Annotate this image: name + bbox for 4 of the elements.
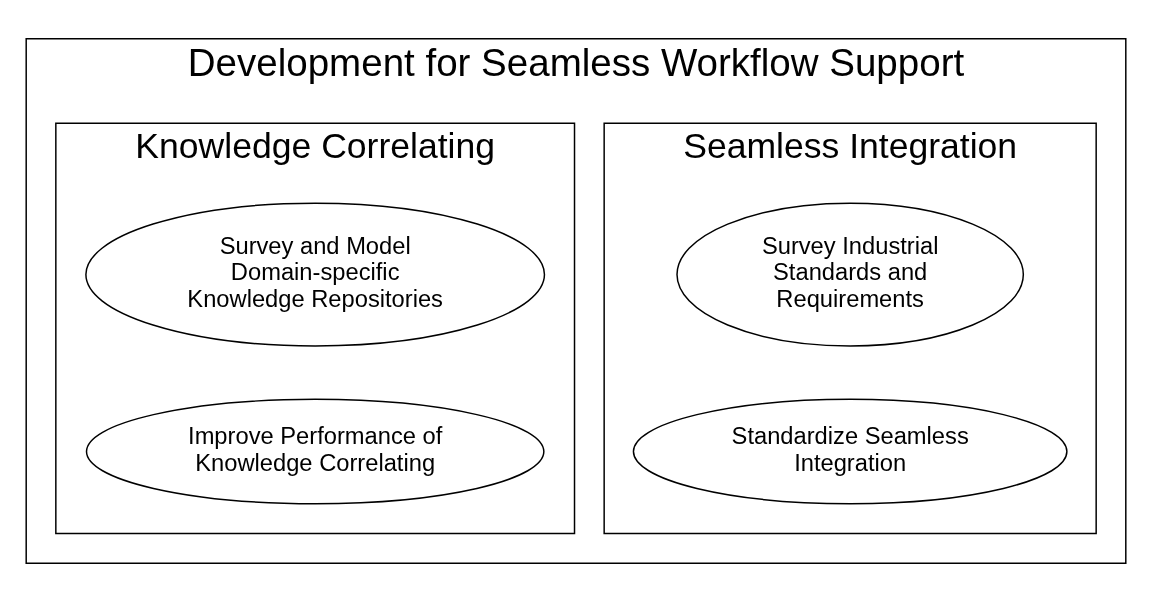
node-ellipse: Survey and Model Domain-specific Knowledge Repositories <box>85 201 546 347</box>
node-ellipse: Standardize Seamless Integration <box>632 398 1068 504</box>
node-ellipse: Survey Industrial Standards and Requirements <box>676 201 1025 347</box>
node-ellipse: Improve Performance of Knowledge Correlating <box>85 398 545 504</box>
